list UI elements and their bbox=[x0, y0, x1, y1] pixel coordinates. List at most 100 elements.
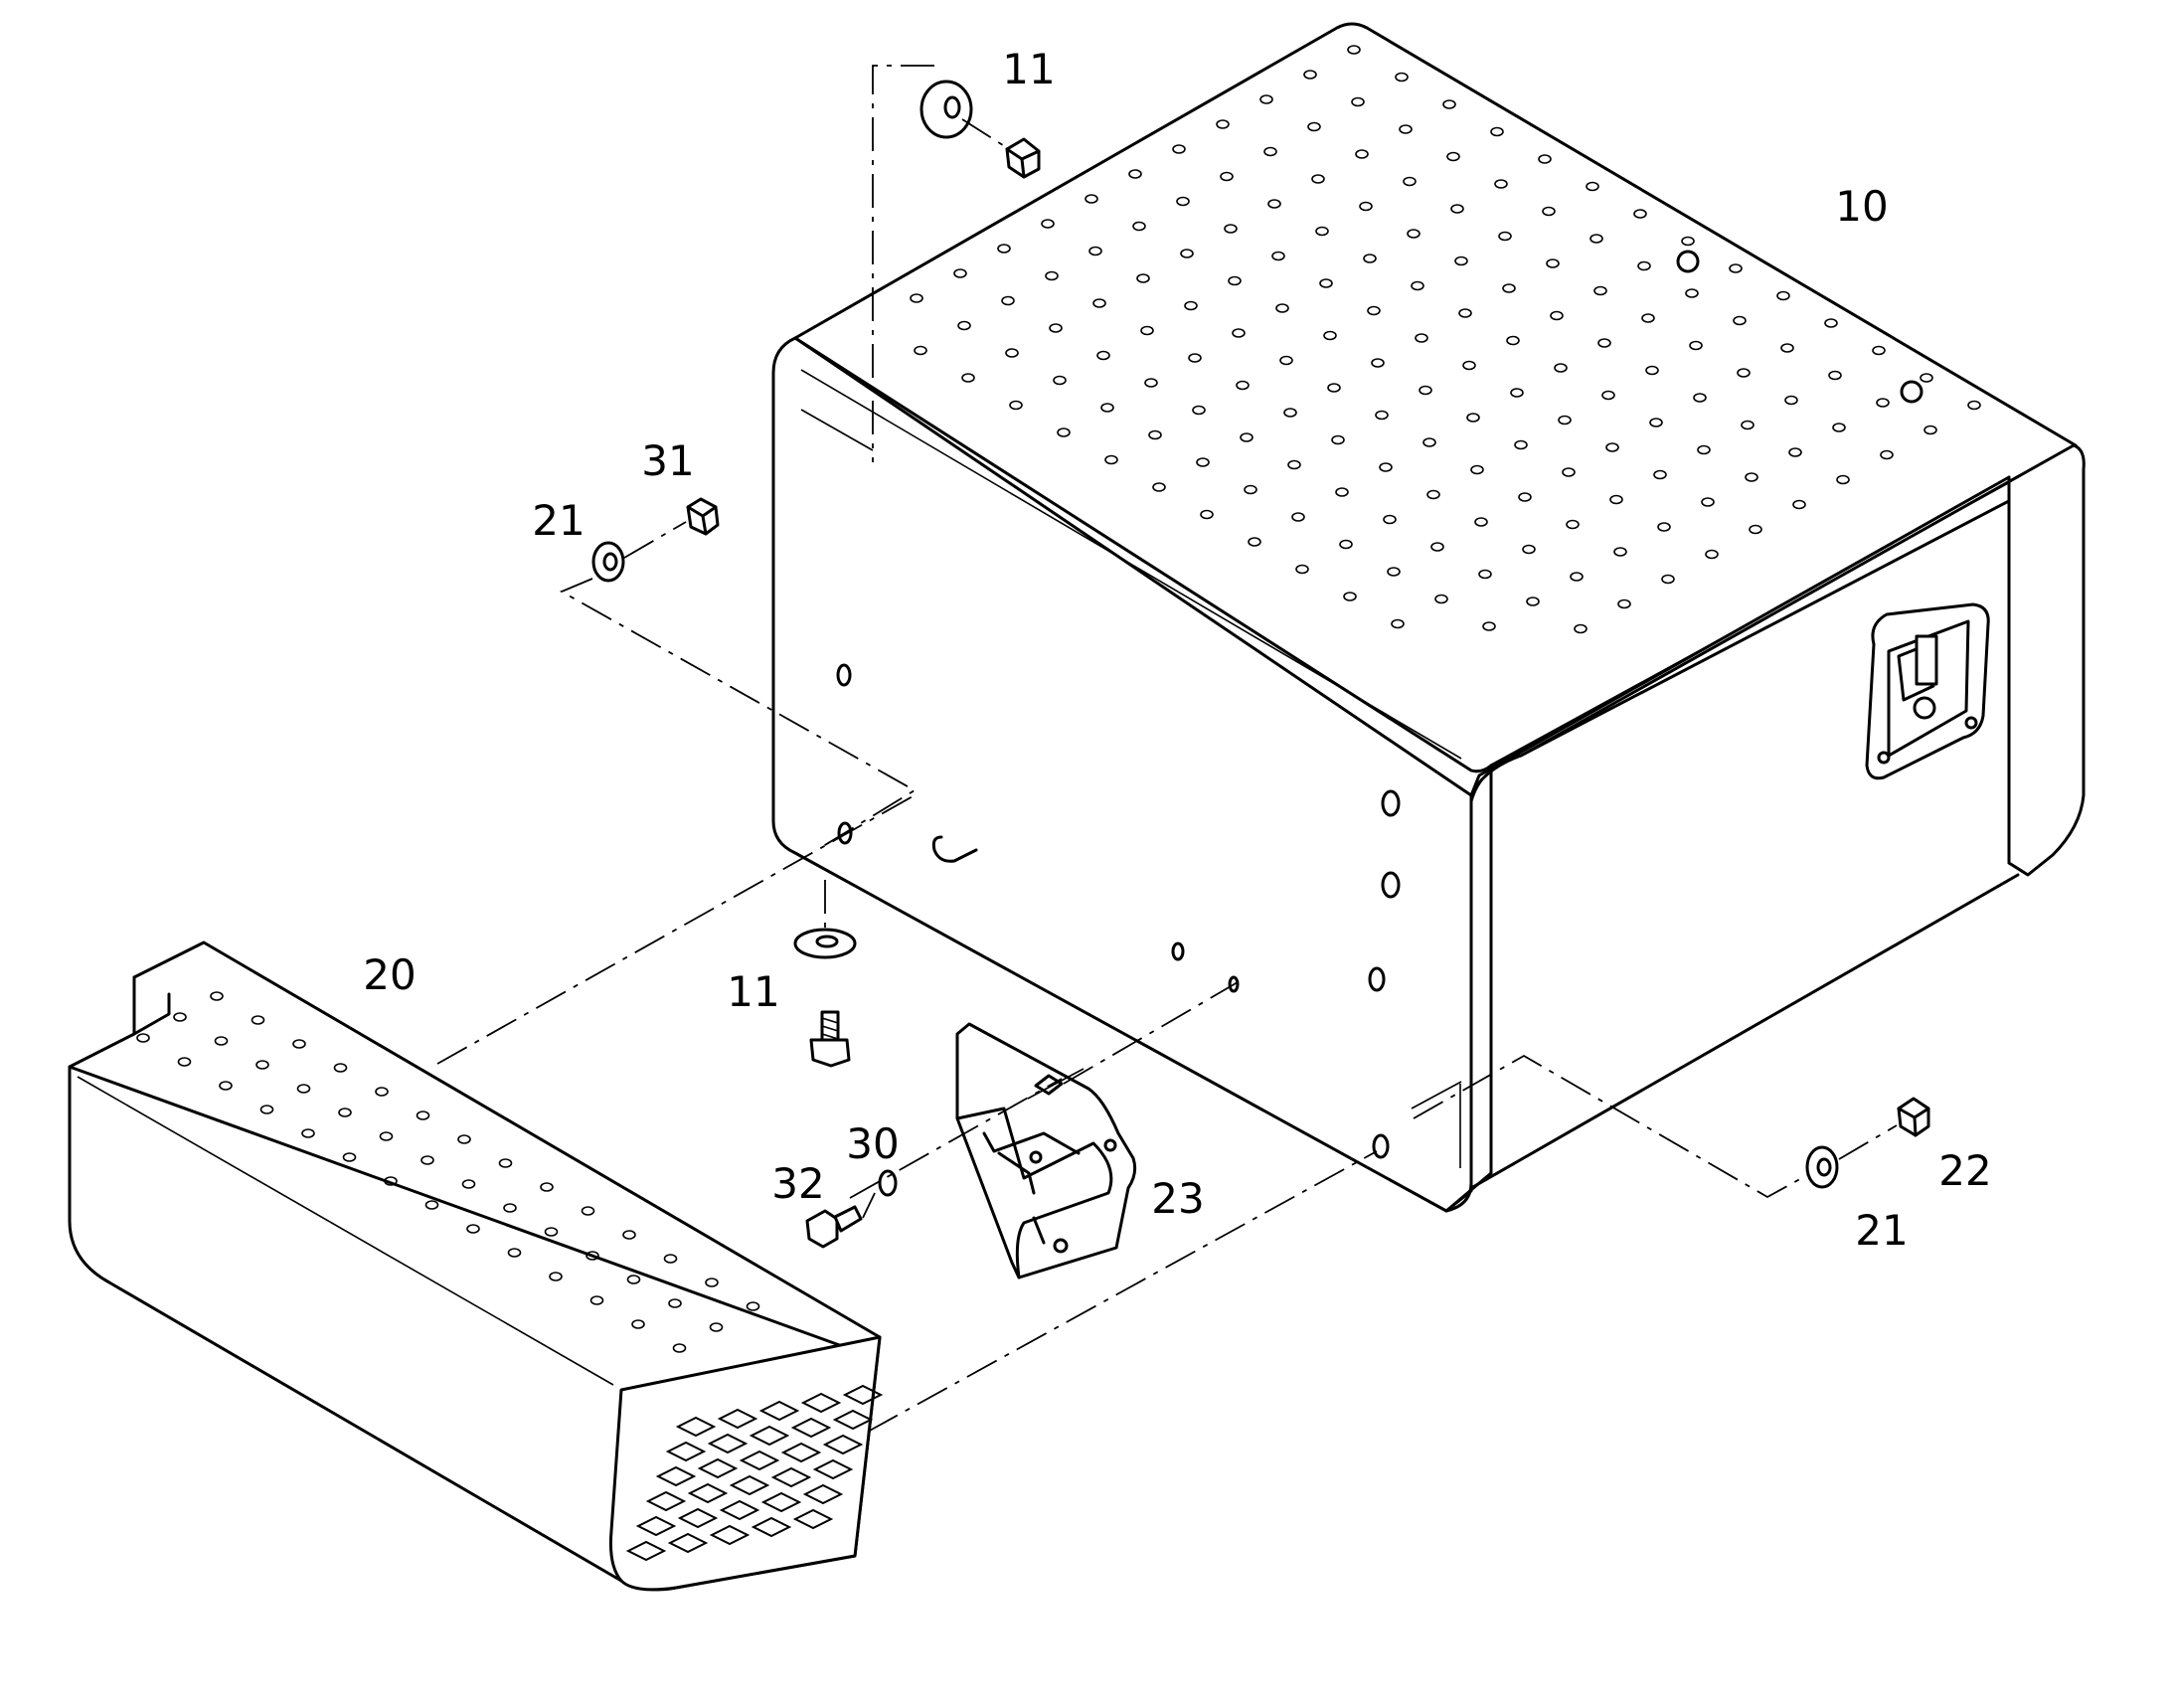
perforation-hole bbox=[1085, 194, 1098, 204]
perforation-hole bbox=[1828, 370, 1842, 381]
perforation-hole bbox=[1327, 383, 1341, 393]
grille-slot bbox=[790, 1417, 832, 1439]
perforation-hole bbox=[296, 1084, 311, 1094]
perforation-hole bbox=[1737, 368, 1751, 378]
perforation-hole bbox=[1609, 494, 1623, 505]
perforation-hole bbox=[705, 1278, 719, 1287]
perforation-hole bbox=[1446, 151, 1460, 162]
perforation-hole bbox=[544, 1227, 559, 1237]
grille-slot bbox=[677, 1507, 719, 1529]
perforation-hole bbox=[1100, 403, 1114, 413]
perforation-hole bbox=[1554, 363, 1568, 373]
perforation-hole bbox=[1788, 447, 1802, 457]
callout-box: 10 bbox=[1835, 182, 1888, 231]
grille-slot bbox=[675, 1416, 717, 1438]
perforation-hole bbox=[375, 1087, 389, 1097]
perforation-hole bbox=[1920, 373, 1933, 383]
perforation-hole bbox=[1462, 360, 1476, 371]
perforation-hole bbox=[1259, 94, 1273, 104]
grille-slot bbox=[751, 1516, 792, 1538]
perforation-hole bbox=[503, 1203, 517, 1213]
perforation-hole bbox=[1057, 427, 1071, 437]
bolt-32 bbox=[805, 1205, 863, 1249]
perforation-hole bbox=[1693, 393, 1707, 403]
grille-slot bbox=[719, 1499, 760, 1521]
perforation-hole bbox=[1780, 343, 1794, 353]
perforation-hole bbox=[338, 1108, 352, 1117]
perforation-hole bbox=[1566, 519, 1580, 530]
perforation-hole bbox=[1224, 224, 1238, 234]
storage-box bbox=[771, 22, 2086, 1213]
perforation-hole bbox=[549, 1272, 563, 1281]
perforation-hole bbox=[1216, 119, 1230, 129]
perforation-hole bbox=[581, 1206, 595, 1216]
perforation-hole bbox=[1474, 517, 1488, 527]
perforation-hole bbox=[1637, 260, 1651, 271]
perforation-hole bbox=[1236, 380, 1250, 391]
front-hole bbox=[1228, 975, 1240, 993]
perforation-hole bbox=[1248, 537, 1261, 547]
perforation-hole bbox=[1005, 348, 1019, 358]
perforation-hole bbox=[1538, 154, 1552, 164]
box-side-face bbox=[1469, 443, 2086, 877]
perforation-hole bbox=[709, 1322, 724, 1332]
perforation-hole bbox=[1375, 410, 1389, 421]
callout-nut-left: 31 bbox=[641, 436, 694, 485]
perforation-hole bbox=[333, 1063, 348, 1073]
grille-slot bbox=[792, 1508, 834, 1530]
perforation-hole bbox=[466, 1224, 480, 1234]
perforation-hole bbox=[1104, 454, 1118, 465]
perforation-hole bbox=[1088, 246, 1102, 256]
perforation-hole bbox=[1498, 231, 1512, 242]
perforation-hole bbox=[1192, 405, 1206, 416]
grille-slot bbox=[625, 1540, 667, 1562]
perforation-hole bbox=[1542, 206, 1556, 217]
perforation-hole bbox=[1001, 295, 1015, 306]
perforation-hole bbox=[997, 244, 1011, 254]
perforation-hole bbox=[1092, 298, 1106, 308]
perforation-hole bbox=[1311, 174, 1325, 184]
perforation-hole bbox=[1144, 378, 1158, 388]
perforation-hole bbox=[1482, 621, 1496, 631]
perforation-hole bbox=[1645, 365, 1659, 376]
perforation-hole bbox=[1367, 305, 1381, 316]
perforation-hole bbox=[210, 991, 224, 1001]
perforation-hole bbox=[1343, 592, 1357, 601]
perforation-hole bbox=[1180, 249, 1194, 258]
perforation-hole bbox=[1633, 209, 1647, 219]
perforation-hole bbox=[1291, 512, 1305, 522]
perforation-hole bbox=[1045, 270, 1059, 281]
box-top-perforations bbox=[910, 45, 1981, 634]
nut-22 bbox=[1897, 1097, 1930, 1137]
grille-slot bbox=[739, 1450, 780, 1471]
grille-slot bbox=[635, 1515, 677, 1537]
assembly-lines bbox=[436, 65, 1898, 1433]
perforation-hole bbox=[1697, 444, 1711, 455]
front-hole bbox=[1381, 789, 1401, 817]
perforation-hole bbox=[1494, 179, 1508, 189]
perforation-hole bbox=[1605, 442, 1619, 452]
grille-slot bbox=[709, 1524, 751, 1546]
grille-slot bbox=[822, 1434, 864, 1455]
perforation-hole bbox=[589, 1295, 604, 1305]
perforation-hole bbox=[1315, 226, 1329, 237]
perforation-hole bbox=[1570, 572, 1584, 582]
perforation-hole bbox=[384, 1176, 398, 1186]
perforation-hole bbox=[498, 1158, 513, 1168]
perforation-hole bbox=[301, 1128, 315, 1138]
callout-bracket: 23 bbox=[1151, 1174, 1204, 1223]
perforation-hole bbox=[1184, 300, 1198, 311]
perforation-hole bbox=[1490, 126, 1504, 137]
perforation-hole bbox=[1188, 353, 1202, 363]
perforation-hole bbox=[1923, 425, 1937, 435]
perforation-hole bbox=[1597, 338, 1611, 348]
mounting-bracket bbox=[955, 1022, 1137, 1280]
grille-slot bbox=[760, 1491, 802, 1513]
perforation-hole bbox=[1152, 482, 1166, 492]
top-hole-large bbox=[1900, 380, 1923, 404]
perforation-hole bbox=[1009, 400, 1023, 411]
perforation-hole bbox=[1391, 618, 1405, 629]
perforation-hole bbox=[1442, 99, 1456, 109]
perforation-hole bbox=[1745, 472, 1758, 482]
